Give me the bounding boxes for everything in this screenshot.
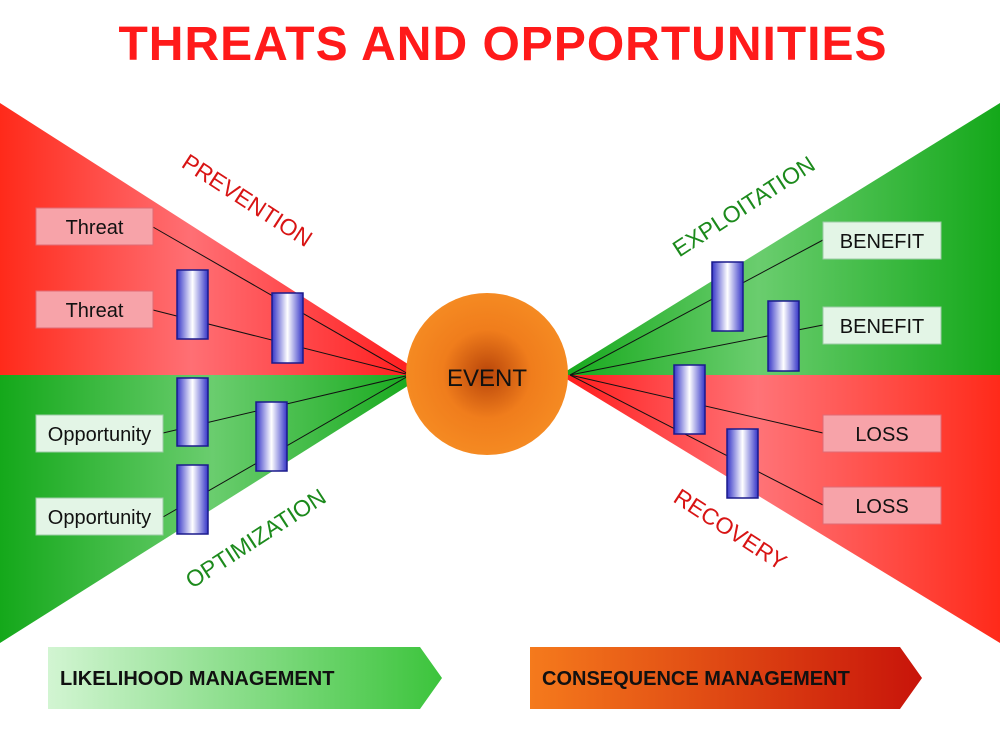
loss-label: LOSS — [855, 496, 908, 518]
opportunity-box: Opportunity — [35, 497, 164, 536]
likelihood-arrow-label: LIKELIHOOD MANAGEMENT — [60, 668, 334, 690]
opportunity-barrier — [176, 464, 209, 535]
benefit-label: BENEFIT — [840, 316, 924, 338]
page-title: THREATS AND OPPORTUNITIES — [118, 18, 887, 71]
threat-barrier — [271, 292, 304, 364]
threat-barrier — [176, 269, 209, 340]
threat-label: Threat — [66, 300, 124, 322]
opportunity-label: Opportunity — [48, 507, 151, 529]
benefit-box: BENEFIT — [822, 221, 942, 260]
event-circle: EVENT — [406, 293, 568, 455]
opportunity-label: Opportunity — [48, 424, 151, 446]
threat-box: Threat — [35, 290, 154, 329]
loss-barrier — [726, 428, 759, 499]
opportunity-barrier — [255, 401, 288, 472]
loss-box: LOSS — [822, 486, 942, 525]
loss-label: LOSS — [855, 424, 908, 446]
benefit-barrier — [767, 300, 800, 372]
loss-box: LOSS — [822, 414, 942, 453]
event-label: EVENT — [447, 365, 527, 392]
benefit-label: BENEFIT — [840, 231, 924, 253]
threat-label: Threat — [66, 217, 124, 239]
threat-box: Threat — [35, 207, 154, 246]
benefit-box: BENEFIT — [822, 306, 942, 345]
opportunity-box: Opportunity — [35, 414, 164, 453]
opportunity-barrier — [176, 377, 209, 447]
likelihood-arrow: LIKELIHOOD MANAGEMENT — [48, 647, 442, 709]
benefit-barrier — [711, 261, 744, 332]
consequence-arrow: CONSEQUENCE MANAGEMENT — [530, 647, 922, 709]
consequence-arrow-label: CONSEQUENCE MANAGEMENT — [542, 668, 850, 690]
loss-barrier — [673, 364, 706, 435]
